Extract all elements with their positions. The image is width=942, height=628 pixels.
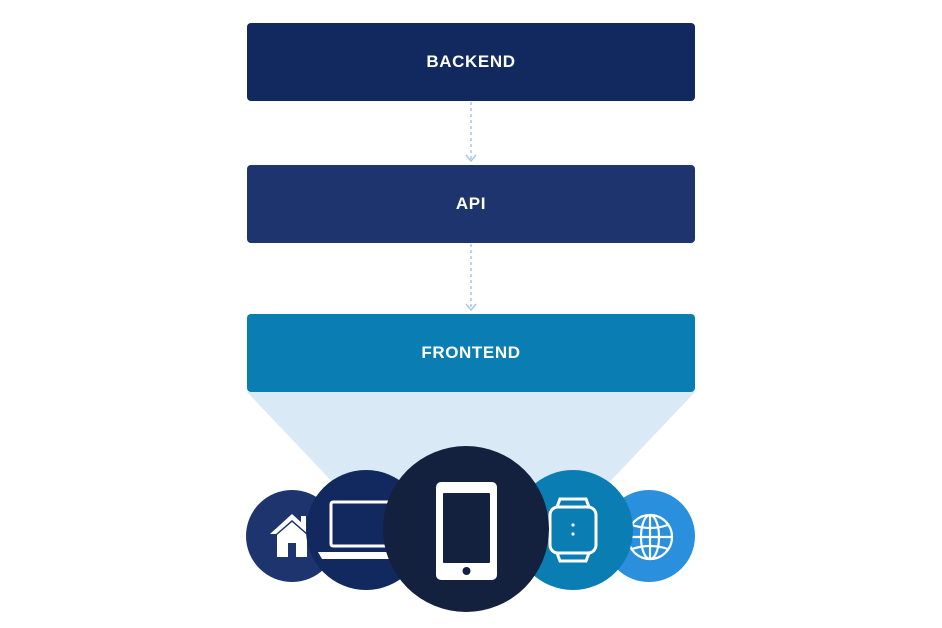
backend-layer-box: BACKEND <box>247 23 695 101</box>
home-icon <box>270 514 314 557</box>
api-label: API <box>455 194 487 213</box>
backend-label: BACKEND <box>426 52 516 71</box>
frontend-funnel <box>247 392 695 492</box>
smartphone-icon <box>436 482 497 580</box>
frontend-layer-box: FRONTEND <box>247 314 695 392</box>
connector-backend-api <box>465 102 477 163</box>
api-layer-box: API <box>247 165 695 243</box>
globe-icon <box>626 513 674 561</box>
connector-api-frontend <box>465 244 477 312</box>
device-smartphone <box>383 446 549 612</box>
frontend-label: FRONTEND <box>421 343 521 362</box>
smartwatch-icon <box>548 497 598 563</box>
